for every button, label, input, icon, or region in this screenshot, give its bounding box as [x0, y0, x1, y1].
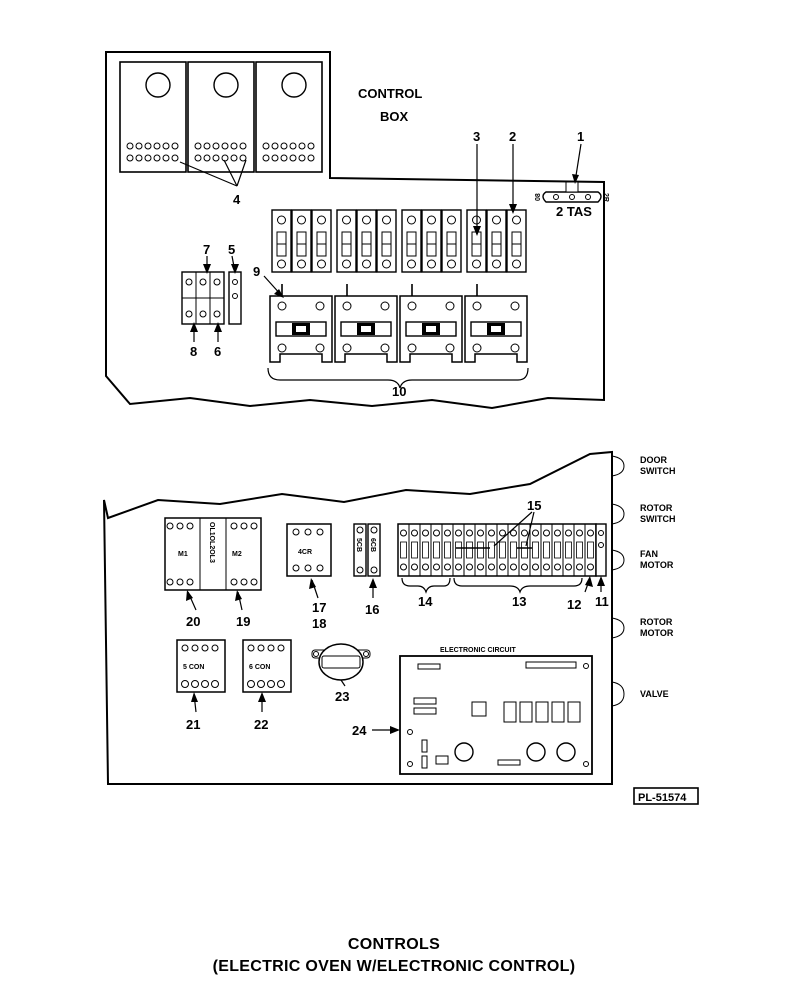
6con-label: 6 CON	[249, 664, 270, 671]
side-label-fan-motor-2: MOTOR	[640, 560, 674, 570]
callout-19: 19	[236, 614, 250, 629]
callout-2: 2	[509, 129, 516, 144]
electronic-circuit-board: ELECTRONIC CIRCUIT	[399, 647, 593, 775]
callout-5: 5	[228, 242, 235, 257]
callout-21: 21	[186, 717, 200, 732]
thermostat-label: 2 TAS	[556, 204, 592, 219]
callout-15: 15	[527, 498, 541, 513]
callout-24: 24	[352, 723, 367, 738]
side-label-rotor-switch-1: ROTOR	[640, 503, 673, 513]
lower-panel	[103, 450, 613, 785]
side-labels: DOOR SWITCH ROTOR SWITCH FAN MOTOR ROTOR…	[611, 455, 676, 707]
control-box: CONTROL BOX	[105, 51, 605, 410]
heating-modules	[119, 61, 323, 173]
overload-labels: OL1OL2OL3	[208, 522, 215, 563]
contactors-5con-6con: 5 CON 6 CON	[176, 639, 292, 693]
control-box-label-line2: BOX	[380, 109, 409, 124]
relay-block-row	[269, 284, 528, 363]
callout-11: 11	[595, 594, 609, 609]
callout-18: 18	[312, 616, 326, 631]
callout-1: 1	[577, 129, 584, 144]
caption-subtitle: (ELECTRIC OVEN W/ELECTRONIC CONTROL)	[212, 958, 576, 975]
terminal-strip	[397, 523, 607, 577]
figure-id: PL-51574	[638, 792, 687, 804]
callout-23: 23	[335, 689, 349, 704]
terminal-block-row	[271, 209, 527, 273]
callout-4: 4	[233, 192, 241, 207]
side-label-fan-motor-1: FAN	[640, 549, 658, 559]
side-label-rotor-switch-2: SWITCH	[640, 514, 676, 524]
5cb-label: 5CB	[355, 538, 362, 552]
breakers-5cb-6cb: 5CB 6CB	[353, 523, 381, 577]
side-label-door-switch-1: DOOR	[640, 455, 668, 465]
electronic-circuit-label: ELECTRONIC CIRCUIT	[440, 647, 517, 654]
6cb-label: 6CB	[369, 538, 376, 552]
callout-3: 3	[473, 129, 480, 144]
upper-callouts: 1 2 3 4 5 6 7 8 9 10	[190, 129, 584, 399]
side-label-door-switch-2: SWITCH	[640, 466, 676, 476]
callout-14: 14	[418, 594, 433, 609]
caption-title: CONTROLS	[347, 936, 441, 953]
callout-9: 9	[253, 264, 260, 279]
callout-12: 12	[567, 597, 581, 612]
5con-label: 5 CON	[183, 664, 204, 671]
callout-20: 20	[186, 614, 200, 629]
side-label-rotor-motor-2: MOTOR	[640, 628, 674, 638]
lower-leaders	[186, 511, 605, 734]
side-label-rotor-motor-1: ROTOR	[640, 617, 673, 627]
callout-22: 22	[254, 717, 268, 732]
callout-16: 16	[365, 602, 379, 617]
control-box-label-line1: CONTROL	[358, 86, 422, 101]
thermostat-mark-left: 08	[535, 193, 542, 201]
upper-leaders	[179, 143, 582, 389]
m2-label: M2	[232, 551, 242, 558]
callout-7: 7	[203, 242, 210, 257]
thermostat-2tas: 08 2R 2 TAS	[535, 181, 609, 219]
motor-starters: M1 M2 OL1OL2OL3	[164, 517, 262, 591]
side-label-valve: VALVE	[640, 689, 669, 699]
figure-id-box: PL-51574	[633, 787, 699, 805]
transformer	[311, 643, 371, 681]
callout-10: 10	[392, 384, 406, 399]
relay-4cr: 4CR	[286, 523, 332, 577]
4cr-label: 4CR	[298, 549, 312, 556]
fuse-block	[181, 271, 242, 325]
m1-label: M1	[178, 551, 188, 558]
callout-13: 13	[512, 594, 526, 609]
lower-callouts: 11 12 13 14 15 16 17 18 19 20 21 22 23 2…	[186, 498, 609, 738]
callout-6: 6	[214, 344, 221, 359]
thermostat-mark-right: 2R	[602, 193, 609, 202]
callout-8: 8	[190, 344, 197, 359]
callout-17: 17	[312, 600, 326, 615]
